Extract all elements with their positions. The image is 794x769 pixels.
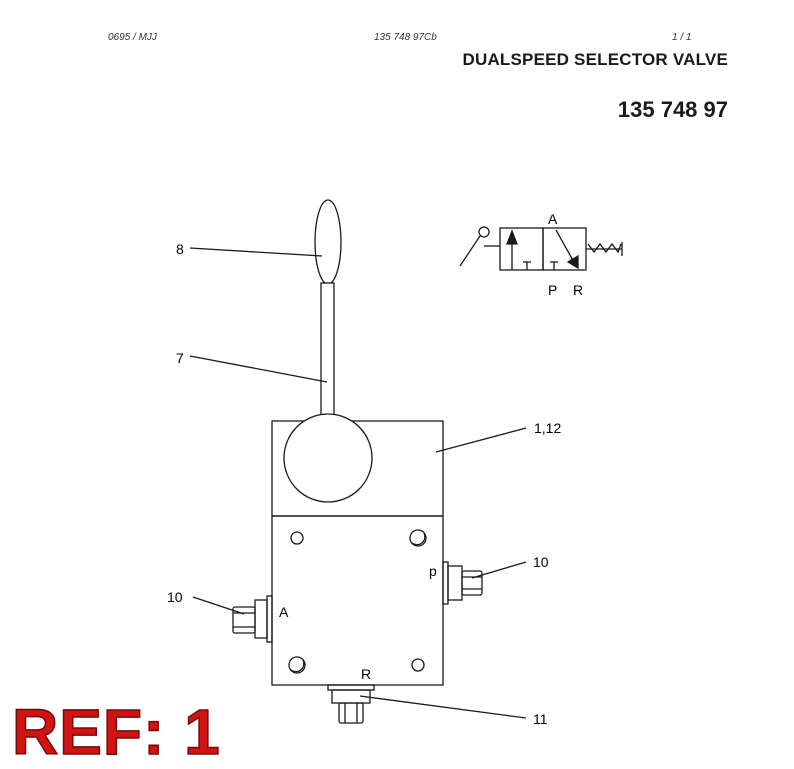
reference-stamp: REF: 1 xyxy=(11,696,221,768)
lever-shaft xyxy=(320,282,335,418)
schematic-port-r: R xyxy=(573,282,583,298)
mounting-hole xyxy=(290,531,304,545)
fitting-right xyxy=(442,561,483,605)
handle-knob xyxy=(314,199,342,285)
leader-line xyxy=(359,695,527,719)
leader-line xyxy=(435,427,527,453)
document-code: 0695 / MJJ xyxy=(108,32,157,43)
leader-line xyxy=(189,247,323,257)
schematic-port-p: P xyxy=(548,282,557,298)
callout-handle: 8 xyxy=(176,241,184,257)
callout-body: 1,12 xyxy=(534,420,561,436)
callout-fitting-left: 10 xyxy=(167,589,183,605)
leader-line xyxy=(192,596,245,615)
document-number: 135 748 97Cb xyxy=(374,32,437,43)
mounting-hole xyxy=(411,658,425,672)
port-label-outlet: A xyxy=(279,604,289,620)
leader-line xyxy=(471,561,527,579)
callout-fitting-right: 10 xyxy=(533,554,549,570)
callout-fitting-bottom: 11 xyxy=(533,711,548,727)
fitting-bottom xyxy=(327,684,375,724)
port-label-return: R xyxy=(361,666,371,682)
callout-lever: 7 xyxy=(176,350,184,366)
page-indicator: 1 / 1 xyxy=(672,32,692,43)
schematic-symbol xyxy=(459,226,623,271)
leader-line xyxy=(189,355,328,383)
document-title: DUALSPEED SELECTOR VALVE xyxy=(462,50,728,69)
port-label-pressure: p xyxy=(429,563,437,579)
schematic-port-a: A xyxy=(548,211,558,227)
screw-icon xyxy=(288,656,306,674)
lever-ball xyxy=(283,413,373,503)
screw-icon xyxy=(409,529,427,547)
fitting-left xyxy=(232,595,273,643)
part-number: 135 748 97 xyxy=(617,97,728,122)
